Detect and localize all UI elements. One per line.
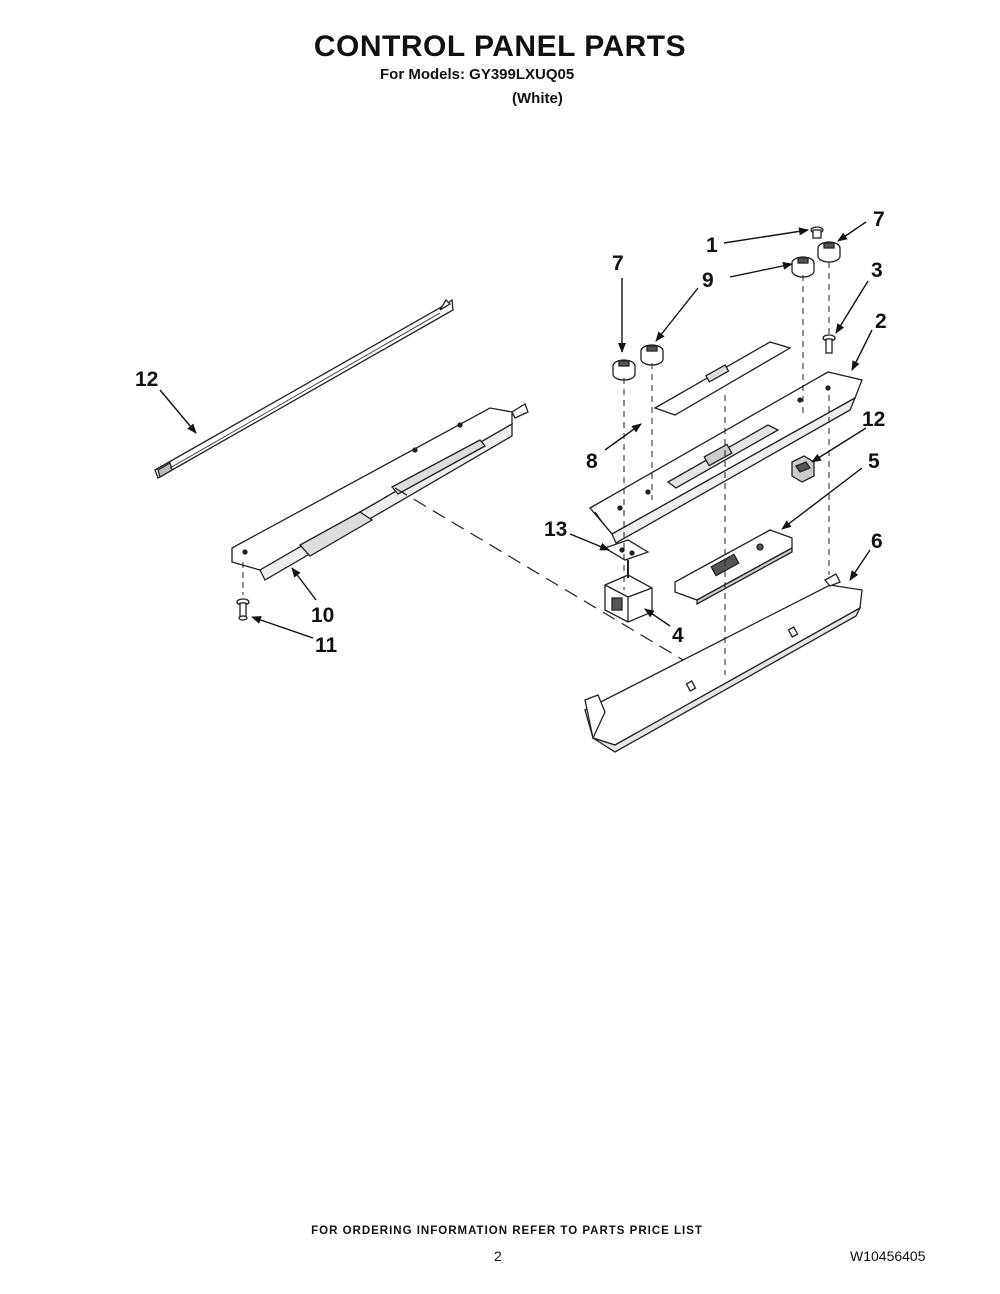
mounting-bracket	[231, 403, 529, 595]
callout-labels: 1 7 7 9 3 2 12 12 8 5 13 6 10 4 11	[135, 208, 887, 657]
callout-5: 5	[868, 450, 880, 473]
callout-9: 9	[702, 269, 714, 292]
document-id: W10456405	[850, 1248, 926, 1264]
ordering-note: FOR ORDERING INFORMATION REFER TO PARTS …	[311, 1225, 703, 1237]
callout-7-right: 7	[873, 208, 885, 231]
assembly-line	[394, 487, 726, 686]
switch-clip	[791, 455, 815, 483]
callout-12-right: 12	[862, 408, 885, 431]
gasket	[603, 539, 650, 561]
overlay-strip	[653, 341, 792, 416]
screw-11	[236, 598, 250, 621]
callout-6: 6	[871, 530, 883, 553]
knob-left-9	[640, 344, 664, 366]
knob-right-9	[791, 256, 815, 278]
callout-10: 10	[311, 604, 334, 627]
color-variant: (White)	[512, 90, 563, 107]
callout-2: 2	[875, 310, 887, 333]
callout-3: 3	[871, 259, 883, 282]
page-title: CONTROL PANEL PARTS	[313, 30, 687, 63]
callout-1: 1	[706, 234, 718, 257]
callout-8: 8	[586, 450, 598, 473]
rotary-switch	[604, 560, 653, 623]
vertical-assembly-lines	[623, 262, 830, 675]
callout-11: 11	[315, 634, 338, 657]
screw-3	[822, 334, 836, 354]
trim-strip	[154, 298, 454, 479]
callout-13: 13	[544, 518, 567, 541]
callout-7-left: 7	[612, 252, 624, 275]
knob-left-7	[612, 359, 636, 381]
push-button-1	[810, 226, 824, 239]
control-console	[588, 371, 863, 544]
control-board	[674, 529, 793, 606]
callout-4: 4	[672, 624, 684, 647]
callout-12-left: 12	[135, 368, 158, 391]
knob-right-7	[817, 241, 841, 263]
leader-arrows	[159, 221, 873, 639]
model-subtitle: For Models: GY399LXUQ05	[380, 66, 575, 83]
page-number: 2	[494, 1248, 502, 1264]
lower-panel	[584, 573, 863, 753]
